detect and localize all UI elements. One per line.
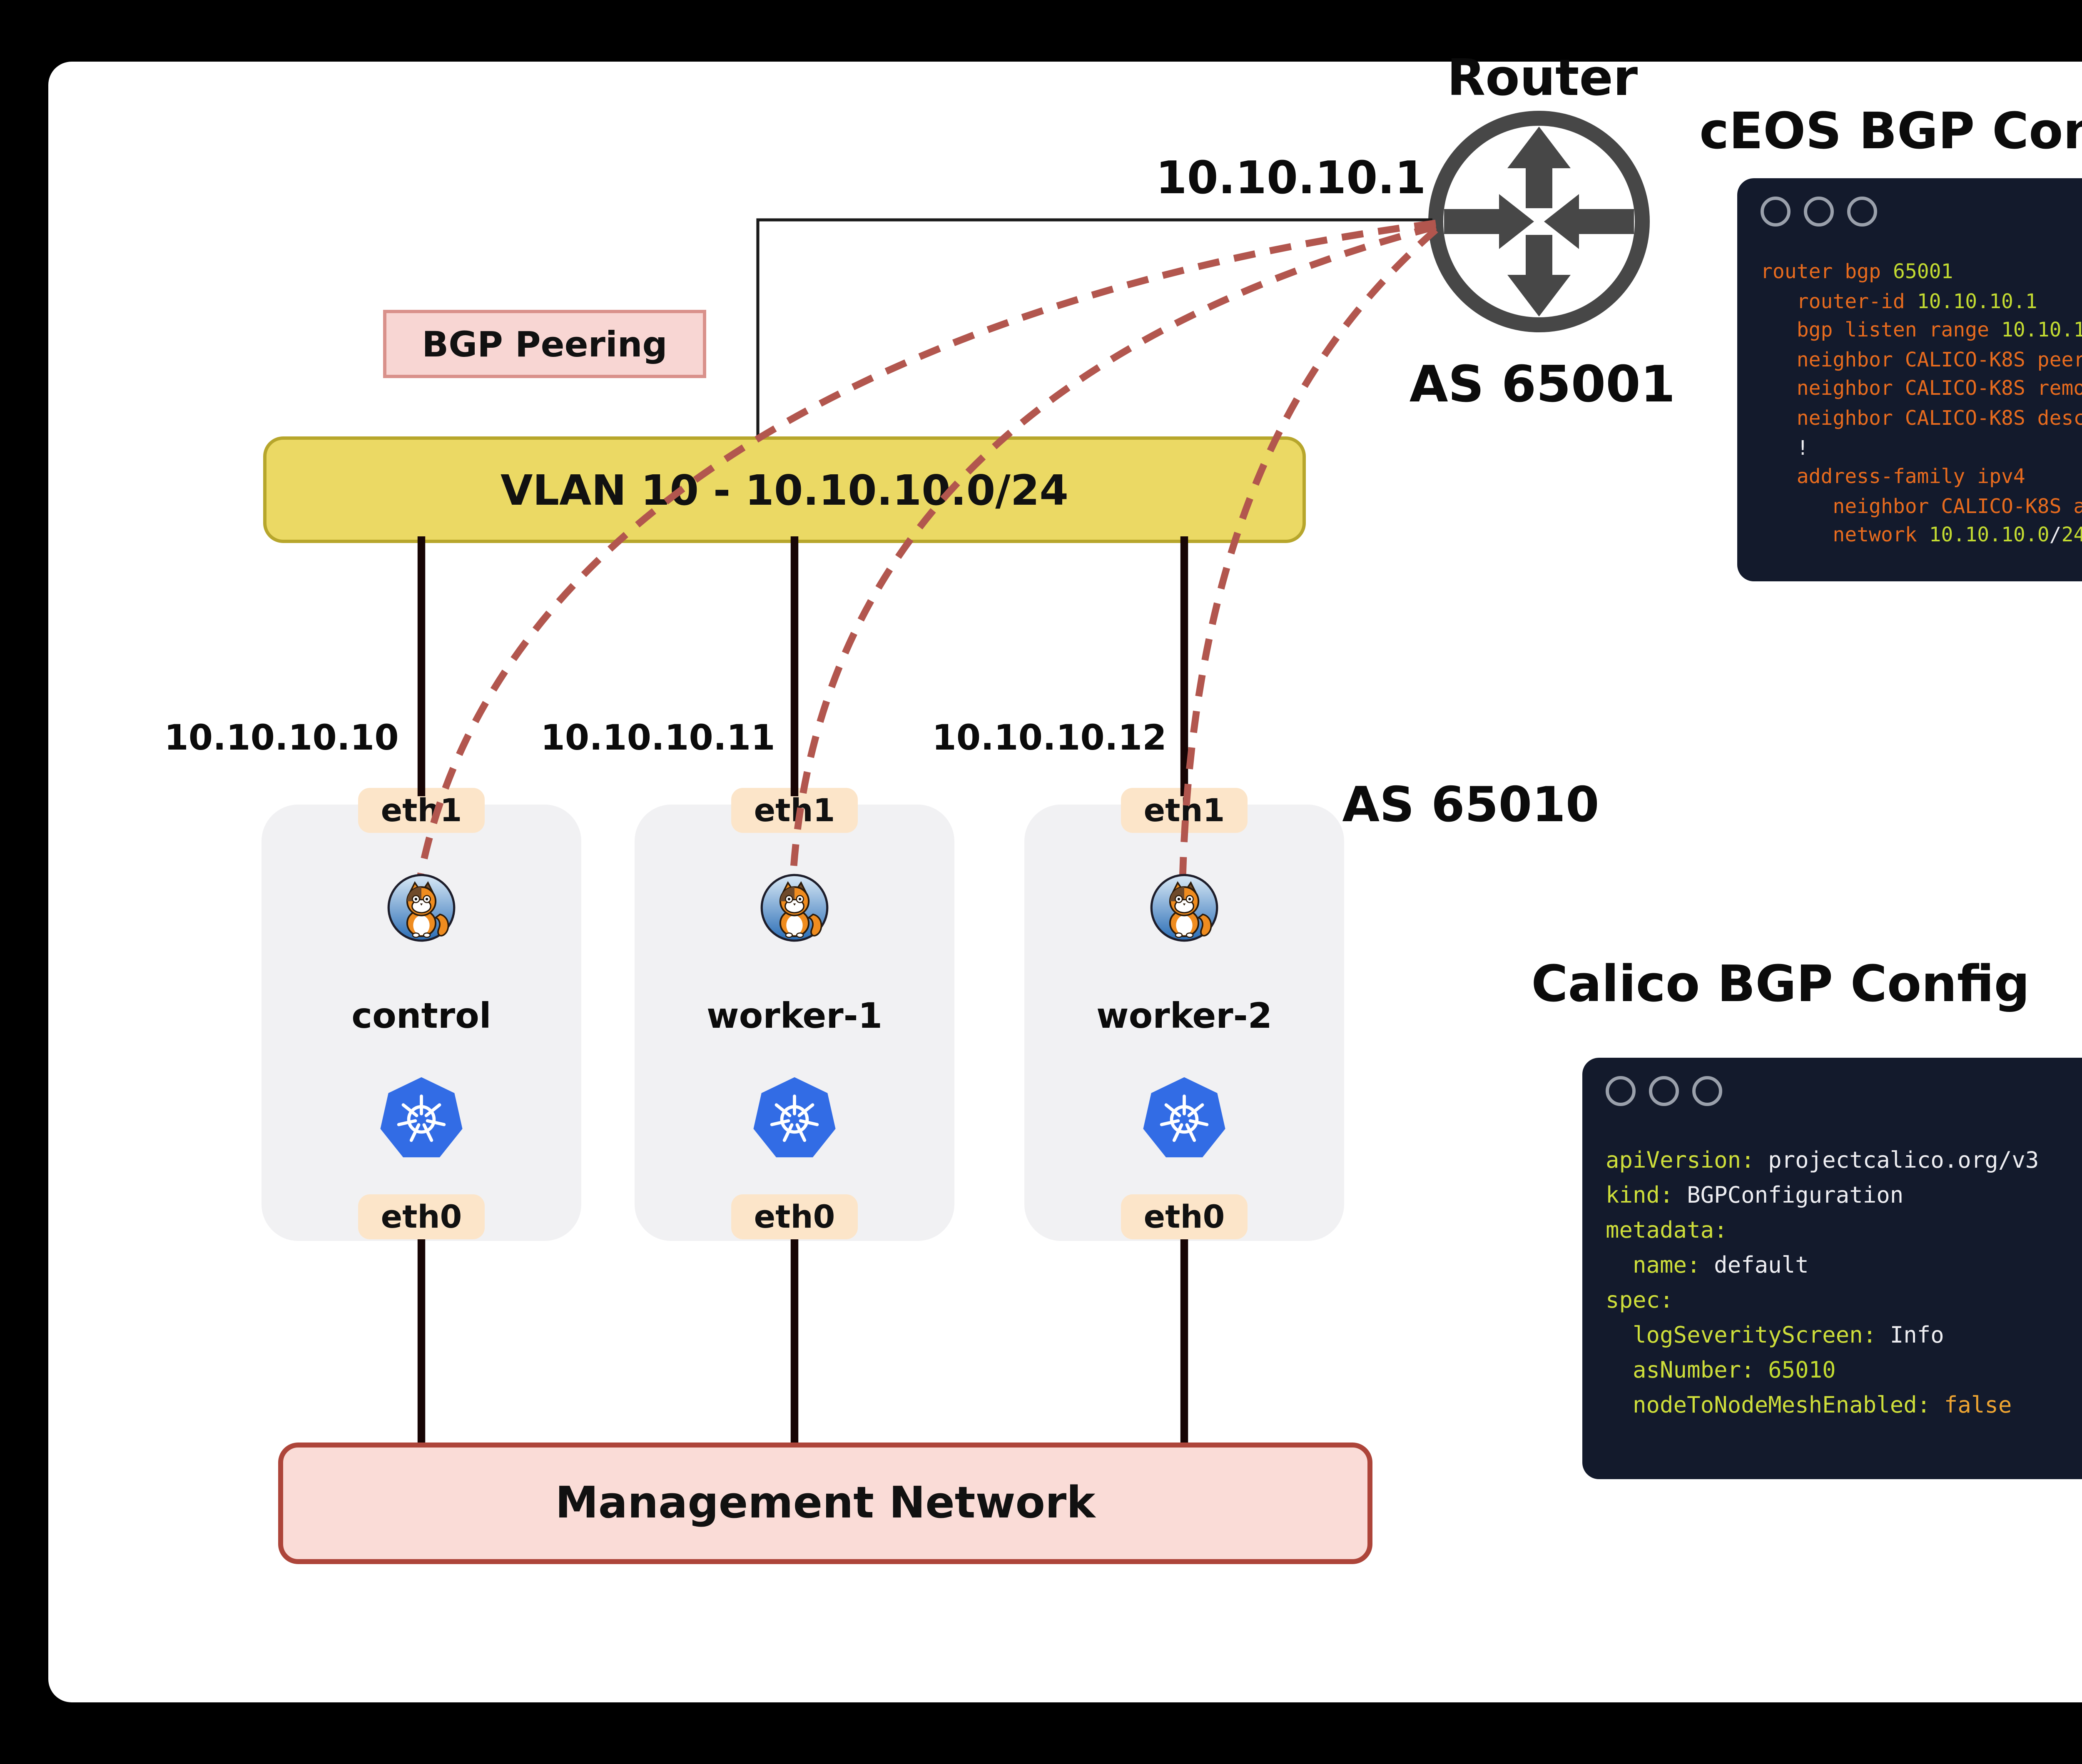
kubernetes-icon-worker-2 bbox=[1143, 1077, 1225, 1158]
kubernetes-icon-worker-1 bbox=[753, 1077, 836, 1158]
router-as-label: AS 65001 bbox=[1409, 356, 1676, 415]
ceos-code: router bgp 65001 router-id 10.10.10.1 bg… bbox=[1761, 260, 2082, 547]
ip-label-worker-1: 10.10.10.11 bbox=[540, 718, 775, 758]
kubernetes-icon-control bbox=[380, 1077, 463, 1158]
window-dot bbox=[1761, 197, 1791, 227]
window-dot bbox=[1606, 1076, 1636, 1106]
window-dot bbox=[1847, 197, 1877, 227]
bgp-peering-label: BGP Peering bbox=[422, 324, 667, 364]
eth1-label-worker-1: eth1 bbox=[731, 788, 858, 833]
node-name-worker-2: worker-2 bbox=[1096, 996, 1273, 1036]
eth0-label-worker-1: eth0 bbox=[731, 1194, 858, 1239]
management-label: Management Network bbox=[555, 1478, 1096, 1528]
management-network-bar: Management Network bbox=[278, 1443, 1372, 1564]
ip-label-control: 10.10.10.10 bbox=[164, 718, 399, 758]
bgp-peering-tag: BGP Peering bbox=[383, 310, 706, 378]
router-ip-label: 10.10.10.1 bbox=[1156, 153, 1426, 205]
window-buttons bbox=[1761, 197, 1877, 227]
node-name-worker-1: worker-1 bbox=[706, 996, 883, 1036]
window-dot bbox=[1649, 1076, 1679, 1106]
eth0-label-worker-2: eth0 bbox=[1121, 1194, 1248, 1239]
router-icon bbox=[1428, 111, 1650, 332]
ceos-panel-title: cEOS BGP Config bbox=[1699, 103, 2082, 162]
window-dot bbox=[1804, 197, 1834, 227]
vlan-segment-bar: VLAN 10 - 10.10.10.0/24 bbox=[263, 436, 1306, 543]
ceos-code-window: router bgp 65001 router-id 10.10.10.1 bg… bbox=[1737, 178, 2082, 581]
eth0-label-control: eth0 bbox=[358, 1194, 485, 1239]
calico-cat-icon-worker-1 bbox=[760, 874, 829, 942]
window-buttons bbox=[1606, 1076, 1722, 1106]
node-name-control: control bbox=[351, 996, 491, 1036]
eth1-label-control: eth1 bbox=[358, 788, 485, 833]
cluster-as-label: AS 65010 bbox=[1342, 776, 1599, 833]
window-dot bbox=[1692, 1076, 1722, 1106]
vlan-label: VLAN 10 - 10.10.10.0/24 bbox=[500, 466, 1068, 514]
calico-cat-icon-control bbox=[387, 874, 456, 942]
eth1-label-worker-2: eth1 bbox=[1121, 788, 1248, 833]
ip-label-worker-2: 10.10.10.12 bbox=[932, 718, 1167, 758]
calico-cat-icon-worker-2 bbox=[1150, 874, 1218, 942]
calico-panel-title: Calico BGP Config bbox=[1531, 956, 2030, 1014]
router-title: Router bbox=[1447, 50, 1638, 108]
